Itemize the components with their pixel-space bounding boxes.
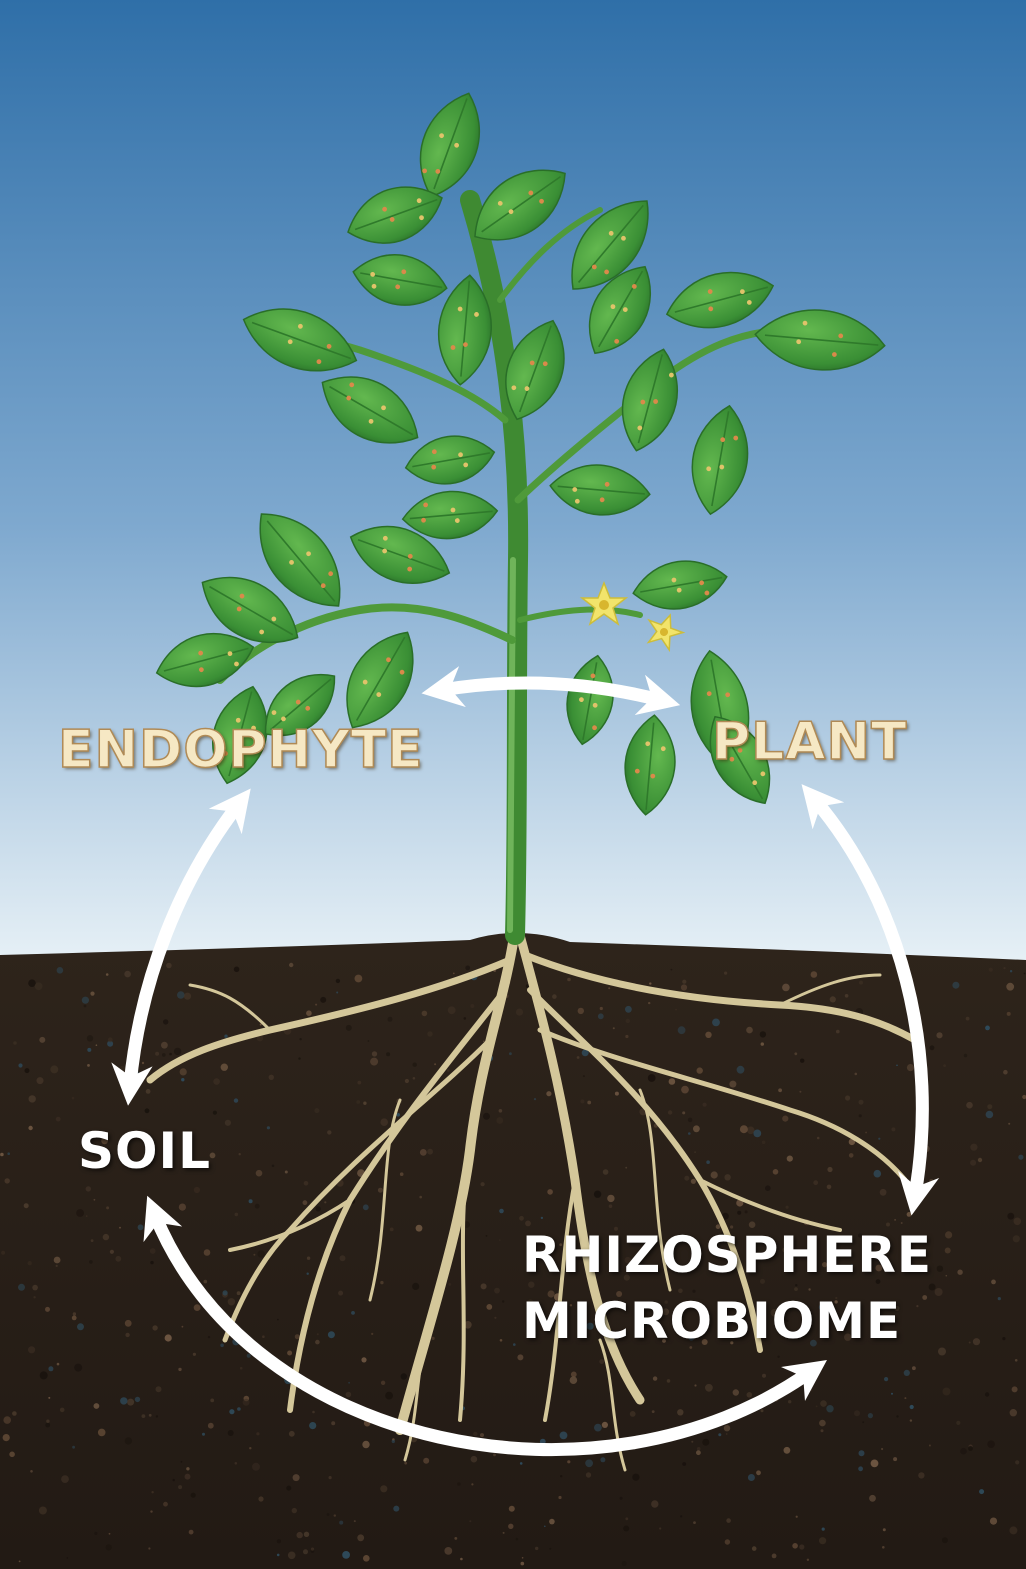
label-microbiome: MICROBIOME (522, 1288, 932, 1354)
label-endophyte: ENDOPHYTE (58, 720, 424, 780)
label-rhizosphere: RHIZOSPHERE (522, 1222, 932, 1288)
label-plant: PLANT (712, 712, 907, 772)
label-rhizosphere-microbiome: RHIZOSPHERE MICROBIOME (522, 1222, 932, 1354)
label-soil: SOIL (78, 1122, 211, 1180)
